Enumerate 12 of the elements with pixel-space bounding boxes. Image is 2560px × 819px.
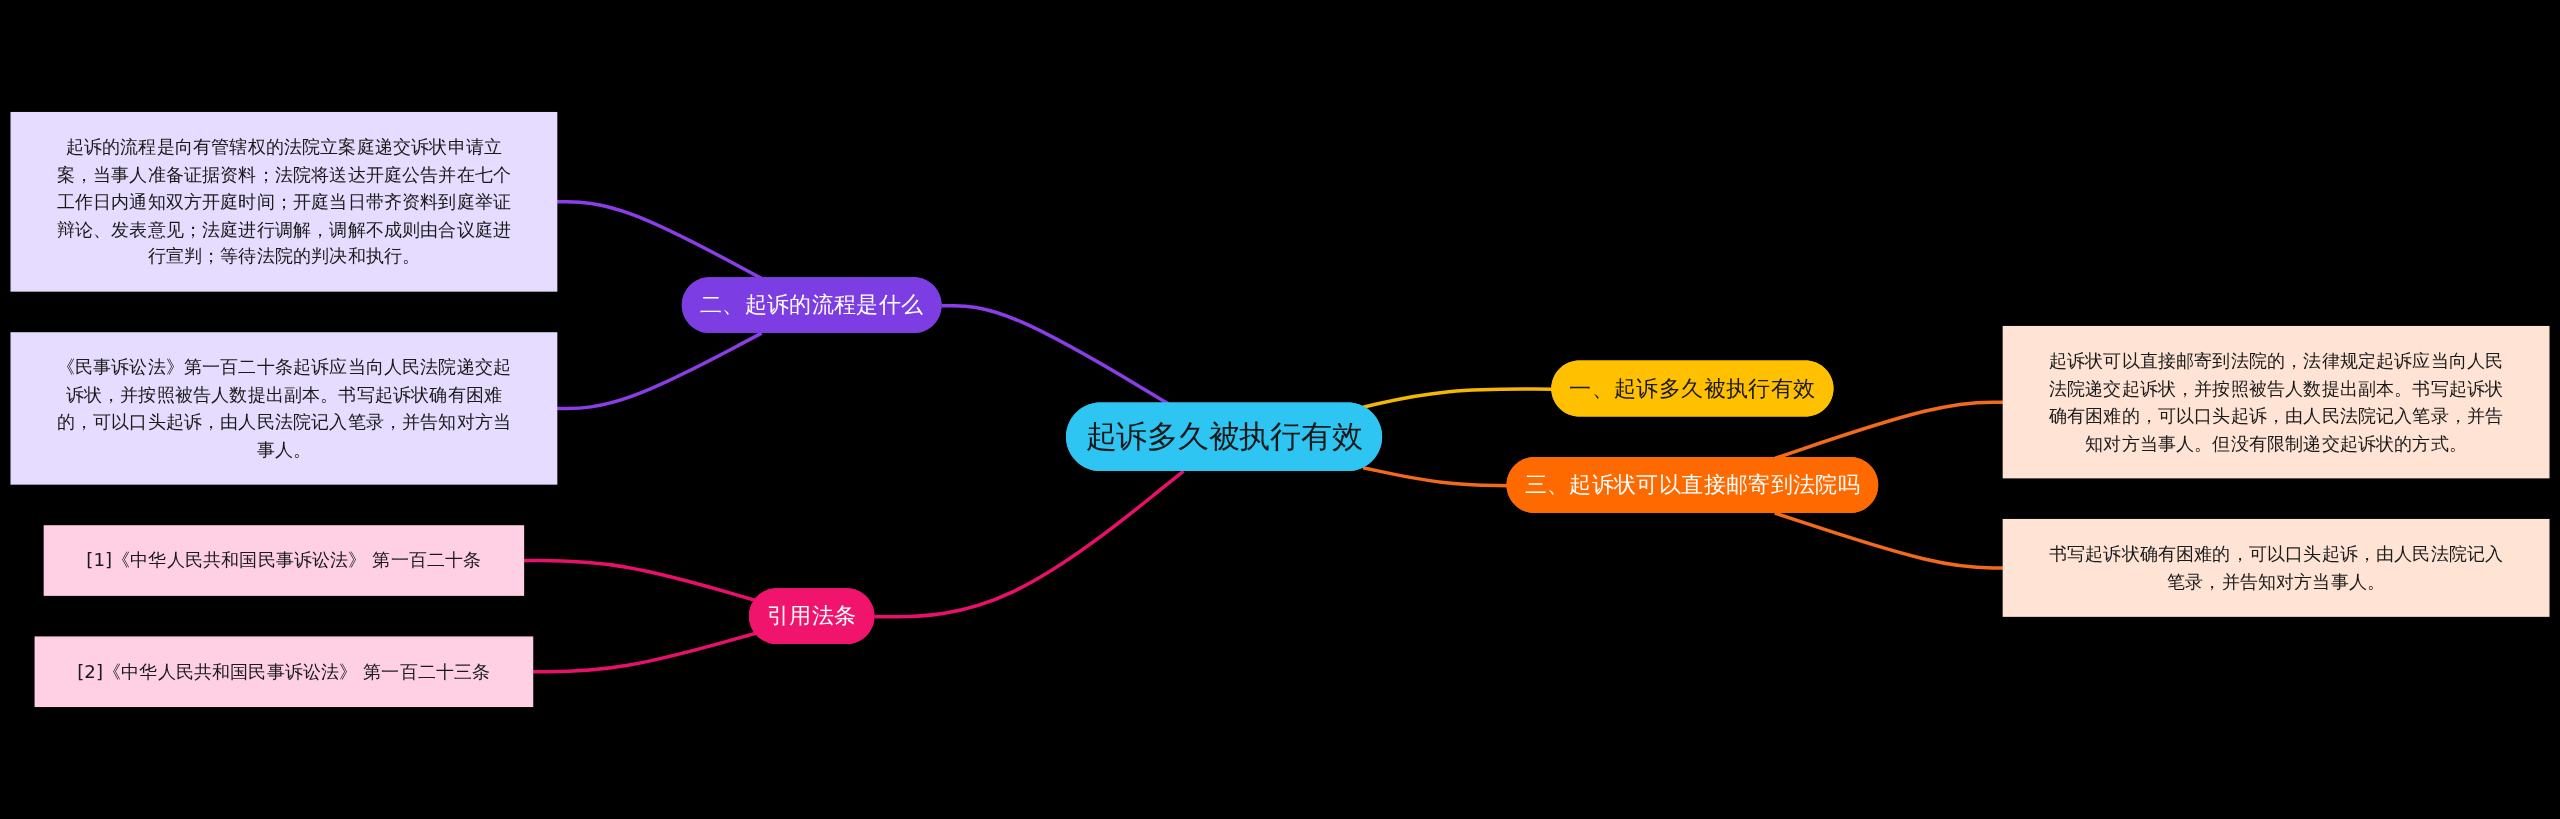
connector [1362,387,1553,409]
connector [532,631,757,674]
node-box: [2]《中华人民共和国民事诉讼法》 第一百二十三条 [34,636,534,708]
node-box: 起诉的流程是向有管辖权的法院立案庭递交诉状申请立案，当事人准备证据资料；法院将送达开庭公告并在七个工作日内通知双方开庭时间；开庭当日带齐资料到庭举证辩论、发表意见；法庭进行调解，调解不成则由合议庭进行宣判；等待法院的判决和执行。 [10,111,558,292]
node-box: 书写起诉状确有困难的，可以口头起诉，由人民法院记入笔录，并告知对方当事人。 [2002,518,2550,617]
connector [1362,466,1508,488]
node-box: 《民事诉讼法》第一百二十条起诉应当向人民法院递交起诉状，并按照被告人数提出副本。书写起诉状确有困难的，可以口头起诉，由人民法院记入笔录，并告知对方当事人。 [10,332,558,485]
connector [874,469,1185,619]
node-box: [1]《中华人民共和国民事诉讼法》 第一百二十条 [43,525,525,596]
connector [1774,511,2004,570]
connector [556,331,763,411]
node-box: 起诉状可以直接邮寄到法院的，法律规定起诉应当向人民法院递交起诉状，并按照被告人数提出副本。书写起诉状确有困难的，可以口头起诉，由人民法院记入笔录，并告知对方当事人。但没有限制递交起诉状的方式。 [2002,325,2550,479]
